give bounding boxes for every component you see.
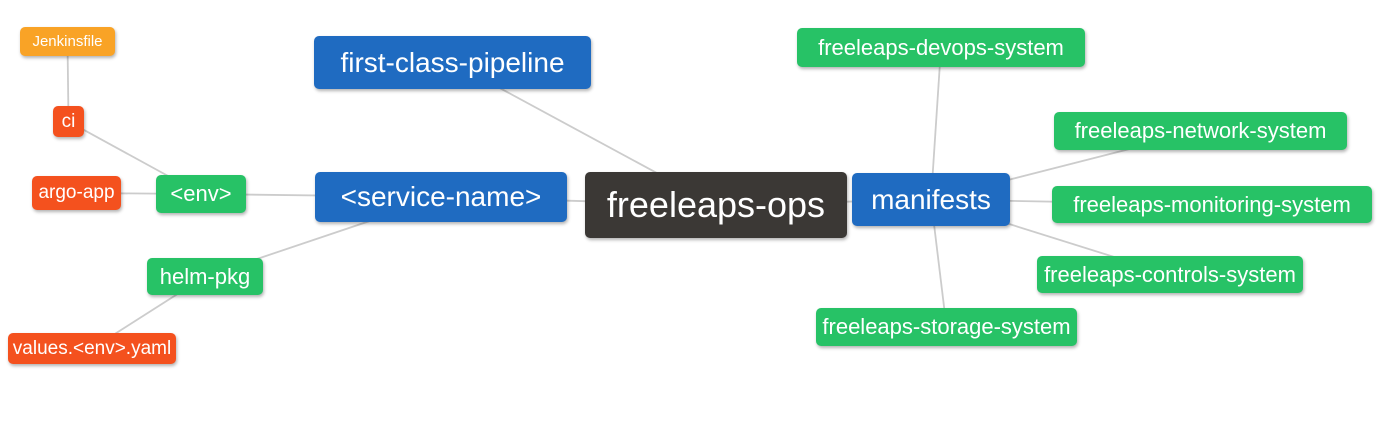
node-values-env-yaml[interactable]: values.<env>.yaml xyxy=(8,333,176,364)
node-ci[interactable]: ci xyxy=(53,106,84,137)
node-freeleaps-monitoring-system[interactable]: freeleaps-monitoring-system xyxy=(1052,186,1372,223)
node-service-name[interactable]: <service-name> xyxy=(315,172,567,222)
node-argo-app[interactable]: argo-app xyxy=(32,176,121,210)
node-first-class-pipeline[interactable]: first-class-pipeline xyxy=(314,36,591,89)
node-helm-pkg[interactable]: helm-pkg xyxy=(147,258,263,295)
node-freeleaps-controls-system[interactable]: freeleaps-controls-system xyxy=(1037,256,1303,293)
node-freeleaps-network-system[interactable]: freeleaps-network-system xyxy=(1054,112,1347,150)
node-freeleaps-devops-system[interactable]: freeleaps-devops-system xyxy=(797,28,1085,67)
node-jenkinsfile[interactable]: Jenkinsfile xyxy=(20,27,115,56)
node-freeleaps-storage-system[interactable]: freeleaps-storage-system xyxy=(816,308,1077,346)
node-env[interactable]: <env> xyxy=(156,175,246,213)
node-freeleaps-ops[interactable]: freeleaps-ops xyxy=(585,172,847,238)
node-manifests[interactable]: manifests xyxy=(852,173,1010,226)
